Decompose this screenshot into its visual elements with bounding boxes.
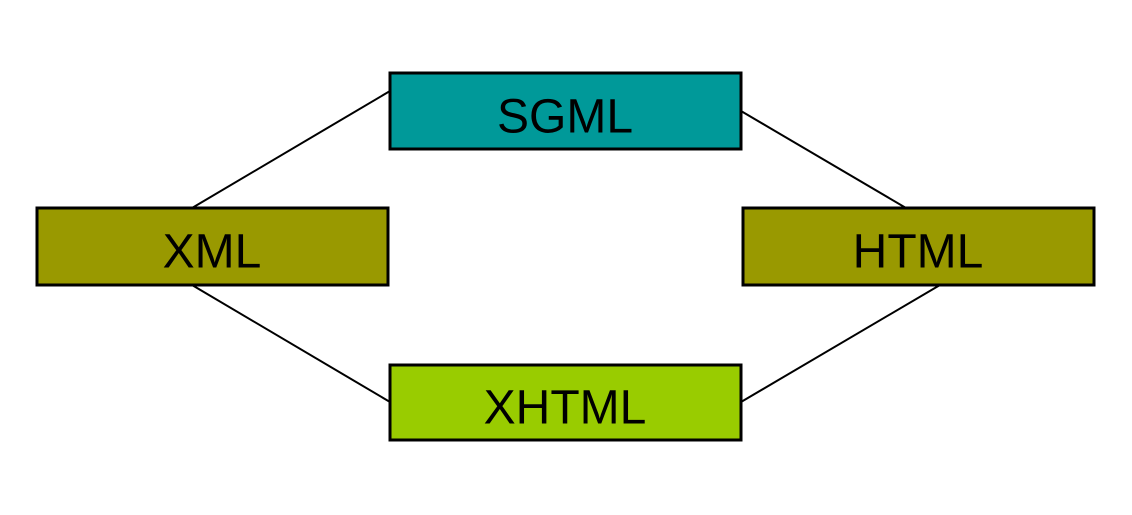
edge-sgml-html: [740, 110, 907, 209]
node-xml: XML: [35, 206, 390, 287]
node-xhtml-label: XHTML: [484, 382, 647, 435]
node-html-box: [741, 206, 1096, 287]
edge-html-xhtml: [740, 284, 941, 403]
edge-xml-xhtml: [191, 284, 391, 403]
node-html: HTML: [741, 206, 1096, 287]
node-xhtml-box: [388, 363, 743, 442]
edge-xml-sgml: [191, 90, 391, 209]
node-xml-label: XML: [163, 226, 262, 279]
node-xhtml: XHTML: [388, 363, 743, 442]
node-xml-box: [35, 206, 390, 287]
node-sgml-box: [388, 71, 743, 151]
node-html-label: HTML: [853, 226, 984, 279]
node-sgml-label: SGML: [497, 91, 633, 144]
node-sgml: SGML: [388, 71, 743, 151]
